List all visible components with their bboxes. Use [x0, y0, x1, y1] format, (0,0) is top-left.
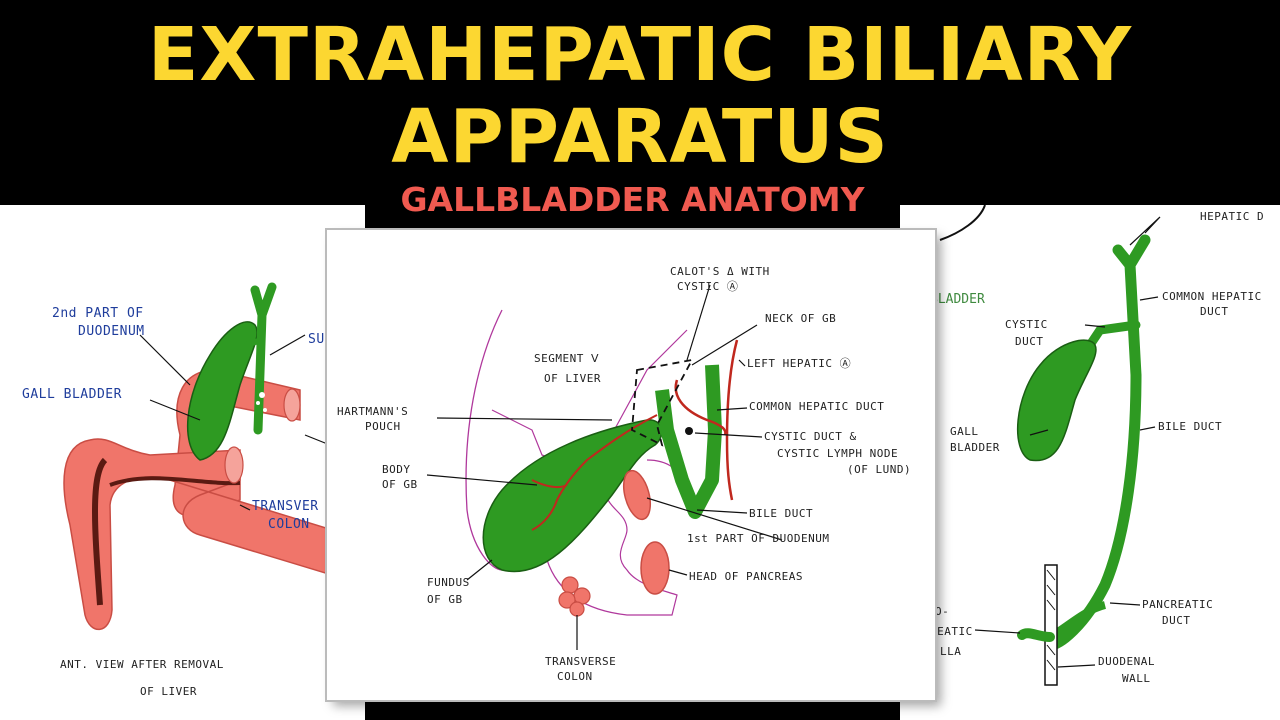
- right-diagram: HEPATIC D BLADDER CYSTIC DUCT COMMON HEP…: [930, 205, 1264, 686]
- label-duodenum-1st: 1st PART OF DUODENUM: [687, 532, 829, 545]
- label-pancreatic-line2: DUCT: [1162, 614, 1191, 627]
- title-line-1: EXTRAHEPATIC BILIARY: [147, 12, 1133, 98]
- duodenal-wall-shape: [1044, 564, 1058, 686]
- label-common-hepatic-line2: DUCT: [1200, 305, 1229, 318]
- label-cystic-line2: DUCT: [1015, 335, 1044, 348]
- label-duodenum-2nd-line1: 2nd PART OF: [52, 306, 144, 321]
- label-transverse-line2: COLON: [268, 517, 310, 532]
- hepatic-ducts-shape: [1044, 234, 1151, 651]
- transverse-colon-center: [558, 576, 591, 617]
- center-bile-duct-shape: [655, 364, 722, 519]
- label-ampulla-line1: O-: [935, 605, 949, 618]
- title-band: EXTRAHEPATIC BILIARY APPARATUS: [0, 0, 1280, 205]
- label-segment-line1: SEGMENT Ⅴ: [534, 352, 599, 365]
- label-transverse-center-line2: COLON: [557, 670, 593, 683]
- label-bile-duct: BILE DUCT: [749, 507, 813, 520]
- label-gall-line1: GALL: [950, 425, 979, 438]
- label-cystic-duct-line3: (OF LUND): [847, 463, 911, 476]
- transverse-colon-shape: [63, 438, 365, 631]
- label-ampulla-line3: LLA: [940, 645, 961, 658]
- caption-line1: ANT. VIEW AFTER REMOVAL: [60, 658, 224, 671]
- label-partial-bladder: BLADDER: [930, 292, 985, 307]
- title-line-2: APPARATUS: [391, 94, 889, 180]
- label-cystic-duct-line2: CYSTIC LYMPH NODE: [777, 447, 898, 460]
- label-common-hepatic-line1: COMMON HEPATIC: [1162, 290, 1262, 303]
- gallbladder-shape: [186, 321, 258, 461]
- label-fundus-line1: FUNDUS: [427, 576, 470, 589]
- label-cystic-duct-line1: CYSTIC DUCT &: [764, 430, 857, 443]
- label-duodenum-2nd-line2: DUODENUM: [78, 324, 145, 339]
- center-diagram-panel: CALOT'S Δ WITH CYSTIC Ⓐ NECK OF GB SEGME…: [327, 230, 935, 700]
- label-left-hepatic: LEFT HEPATIC Ⓐ: [747, 357, 851, 370]
- caption-line2: OF LIVER: [140, 685, 197, 698]
- label-pancreatic-line1: PANCREATIC: [1142, 598, 1213, 611]
- duodenum-1st-shape: [622, 469, 652, 521]
- label-calots-line1: CALOT'S Δ WITH: [670, 265, 770, 278]
- label-duodenal-line2: WALL: [1122, 672, 1151, 685]
- left-diagram: 2nd PART OF DUODENUM GALL BLADDER SU TRA…: [22, 282, 365, 698]
- label-ampulla-line2: REATIC: [930, 625, 973, 638]
- head-pancreas-shape: [640, 541, 670, 595]
- label-transverse-center-line1: TRANSVERSE: [545, 655, 616, 668]
- label-head-pancreas: HEAD OF PANCREAS: [689, 570, 803, 583]
- left-diagram-panel: 2nd PART OF DUODENUM GALL BLADDER SU TRA…: [0, 205, 365, 720]
- label-body-line1: BODY: [382, 463, 411, 476]
- right-gallbladder-shape: [1017, 339, 1097, 462]
- subtitle: GALLBLADDER ANATOMY: [400, 180, 865, 219]
- label-gall-line2: BLADDER: [950, 441, 1000, 454]
- label-hartmann-line2: POUCH: [365, 420, 401, 433]
- label-segment-line2: OF LIVER: [544, 372, 601, 385]
- label-gall-bladder: GALL BLADDER: [22, 387, 122, 402]
- label-transverse-line1: TRANSVER: [252, 499, 319, 514]
- label-common-hepatic: COMMON HEPATIC DUCT: [749, 400, 884, 413]
- label-partial-su: SU: [308, 332, 325, 347]
- label-duodenal-line1: DUODENAL: [1098, 655, 1155, 668]
- label-neck-gb: NECK OF GB: [765, 312, 836, 325]
- label-fundus-line2: OF GB: [427, 593, 463, 606]
- label-cystic-line1: CYSTIC: [1005, 318, 1048, 331]
- right-diagram-panel: HEPATIC D BLADDER CYSTIC DUCT COMMON HEP…: [900, 205, 1280, 720]
- label-right-bile-duct: BILE DUCT: [1158, 420, 1222, 433]
- label-calots-line2: CYSTIC Ⓐ: [677, 280, 738, 293]
- center-diagram: CALOT'S Δ WITH CYSTIC Ⓐ NECK OF GB SEGME…: [337, 265, 911, 683]
- label-hepatic-top: HEPATIC D: [1200, 210, 1264, 223]
- label-hartmann-line1: HARTMANN'S: [337, 405, 408, 418]
- label-body-line2: OF GB: [382, 478, 418, 491]
